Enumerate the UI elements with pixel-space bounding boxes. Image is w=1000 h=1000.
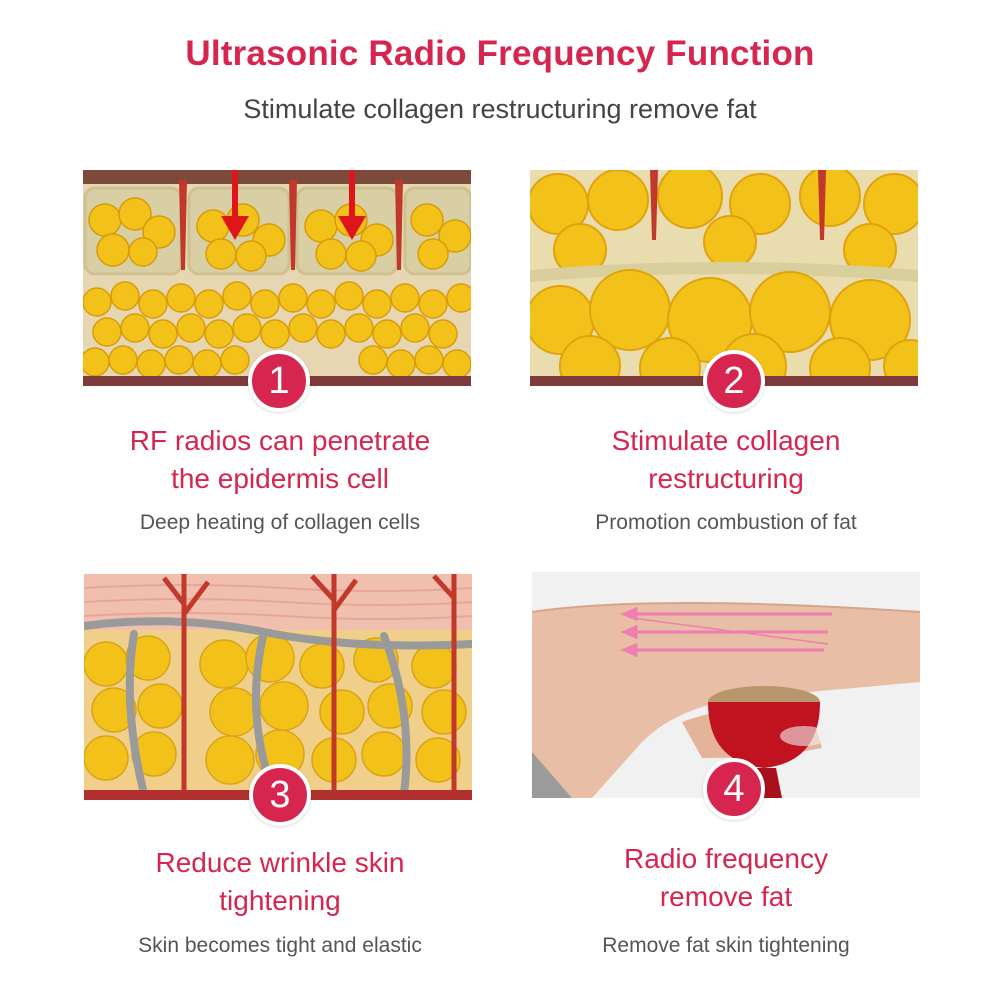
page-title: Ultrasonic Radio Frequency Function: [185, 34, 815, 73]
headline-line-2: restructuring: [648, 463, 804, 494]
illustration-enlarged-fat-cells: [530, 170, 918, 386]
headline-line-2: tightening: [219, 885, 341, 916]
panel-headline: Stimulate collagen restructuring: [506, 422, 946, 498]
panel-headline: RF radios can penetrate the epidermis ce…: [60, 422, 500, 498]
panel-headline: Reduce wrinkle skin tightening: [60, 844, 500, 920]
headline-line-1: RF radios can penetrate: [129, 425, 431, 456]
panel-2: 2 Stimulate collagen restructuring Promo…: [506, 165, 946, 545]
headline-line-1: Radio frequency: [624, 843, 828, 874]
panel-1: 1 RF radios can penetrate the epidermis …: [60, 165, 500, 545]
panel-description: Skin becomes tight and elastic: [138, 934, 422, 957]
step-number-badge: 4: [703, 758, 765, 820]
headline-line-2: remove fat: [659, 881, 793, 912]
panel-description: Remove fat skin tightening: [602, 934, 850, 957]
illustration-device-on-arm: [532, 572, 920, 798]
panel-3: 3 Reduce wrinkle skin tightening Skin be…: [60, 570, 500, 960]
page-subtitle: Stimulate collagen restructuring remove …: [243, 94, 757, 124]
panel-description: Promotion combustion of fat: [595, 511, 857, 534]
step-number-badge: 3: [249, 764, 311, 826]
illustration-fat-cells-arrows: [83, 170, 471, 386]
headline-line-1: Stimulate collagen: [611, 425, 841, 456]
panel-headline: Radio frequency remove fat: [506, 840, 946, 916]
panel-description: Deep heating of collagen cells: [139, 511, 421, 534]
panel-4: 4 Radio frequency remove fat Remove fat …: [506, 570, 946, 960]
headline-line-1: Reduce wrinkle skin: [155, 847, 405, 878]
headline-line-2: the epidermis cell: [171, 463, 389, 494]
step-number-badge: 1: [248, 350, 310, 412]
step-number-badge: 2: [703, 350, 765, 412]
